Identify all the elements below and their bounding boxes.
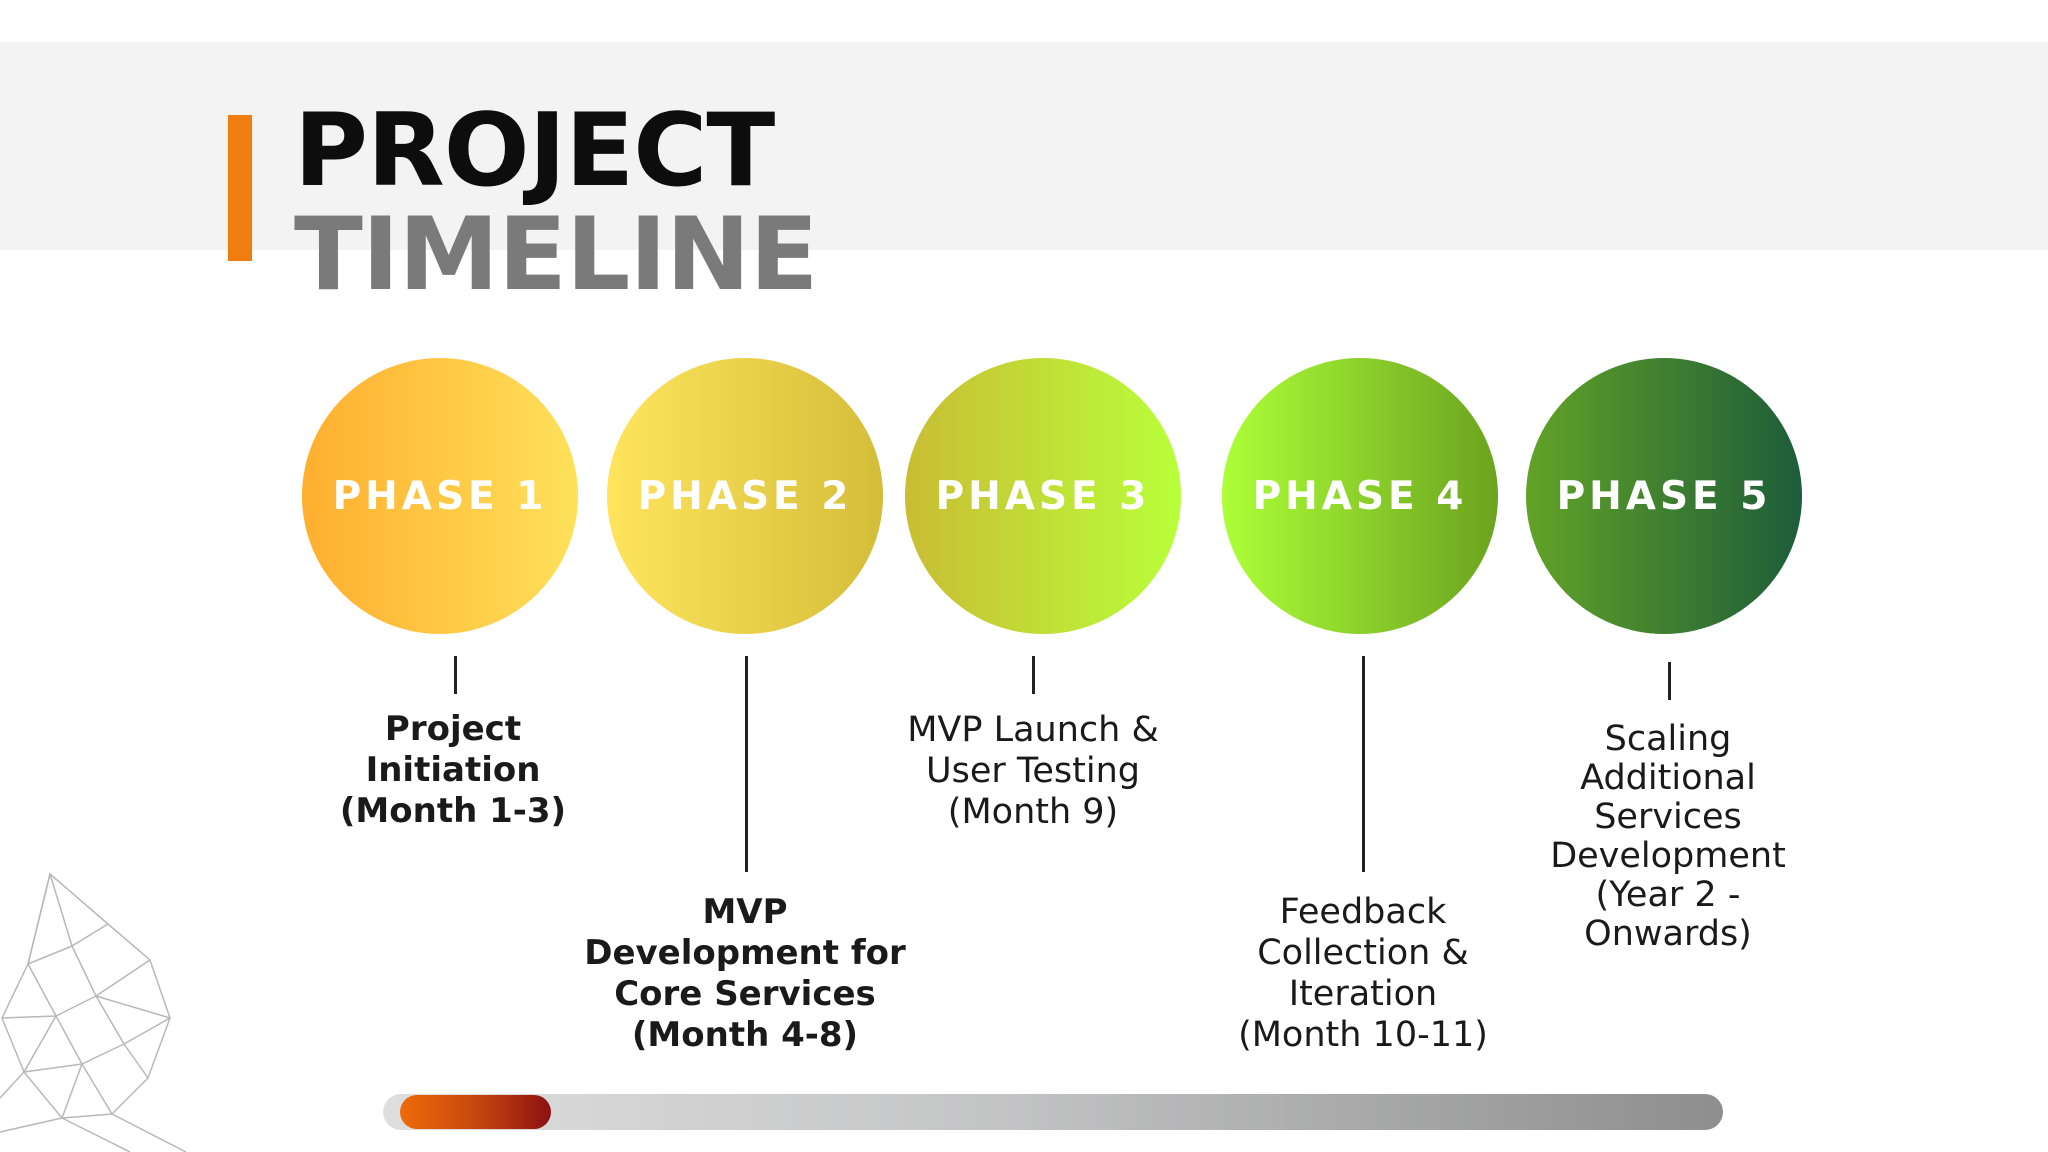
phase-3-circle: PHASE 3 [905,358,1181,634]
phase-2-description-line-1: MVP [702,892,788,932]
phase-5-description-line-6: Onwards) [1584,914,1752,954]
phase-2-circle: PHASE 2 [607,358,883,634]
phase-5-connector [1668,662,1671,700]
phase-3-description-line-2: User Testing [926,751,1140,791]
phase-1-connector [454,656,457,694]
phase-5-description-line-3: Services [1594,797,1742,837]
phase-3-connector [1032,656,1035,694]
phase-5-description-line-4: Development [1550,836,1786,876]
phase-4-description-line-4: (Month 10-11) [1238,1015,1488,1055]
phase-1-description-line-2: Initiation [365,750,541,790]
phase-5-description-line-1: Scaling [1604,719,1732,759]
phase-2-description-line-4: (Month 4-8) [631,1015,859,1055]
header-band [0,42,2048,250]
phase-3-description: MVP Launch & User Testing (Month 9) [883,710,1183,833]
phase-3-description-line-3: (Month 9) [947,792,1119,832]
phase-2-description-line-2: Development for [584,933,906,973]
phase-4-circle: PHASE 4 [1222,358,1498,634]
phase-2-label: PHASE 2 [637,473,853,519]
phase-5-description: Scaling Additional Services Development … [1528,720,1808,954]
phase-2-description: MVP Development for Core Services (Month… [575,892,915,1056]
phase-1-description-line-1: Project [384,709,522,749]
phase-1-description: Project Initiation (Month 1-3) [303,709,603,832]
phase-4-connector [1362,656,1365,872]
phase-4-description-line-2: Collection & [1257,933,1469,973]
phase-2-connector [745,656,748,872]
timeline-progress-fill [400,1095,551,1129]
title-accent-bar [228,115,252,261]
phase-4-description: Feedback Collection & Iteration (Month 1… [1193,892,1533,1056]
phase-5-label: PHASE 5 [1556,473,1772,519]
phase-5-circle: PHASE 5 [1526,358,1802,634]
timeline-progress-track [383,1094,1723,1130]
phase-1-label: PHASE 1 [332,473,548,519]
phase-5-description-line-5: (Year 2 - [1595,875,1741,915]
phase-3-description-line-1: MVP Launch & [907,710,1159,750]
phase-5-description-line-2: Additional [1580,758,1756,798]
title-line-project: PROJECT [294,91,775,209]
phase-4-label: PHASE 4 [1252,473,1468,519]
phase-3-label: PHASE 3 [935,473,1151,519]
phase-1-circle: PHASE 1 [302,358,578,634]
phase-2-description-line-3: Core Services [614,974,876,1014]
wireframe-mesh-decoration [0,872,187,1152]
phase-4-description-line-3: Iteration [1288,974,1438,1014]
phase-1-description-line-3: (Month 1-3) [339,791,567,831]
title-line-timeline: TIMELINE [294,195,818,313]
phase-4-description-line-1: Feedback [1279,892,1447,932]
